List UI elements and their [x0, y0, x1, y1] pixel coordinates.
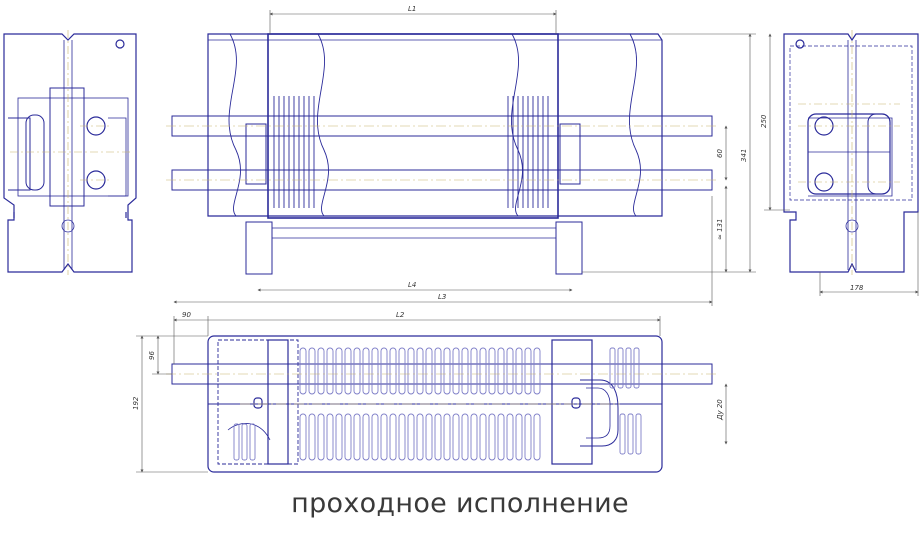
drawing-caption: проходное исполнение: [291, 488, 629, 519]
dim-178: 178: [850, 284, 864, 292]
front-view-fins-right: [507, 96, 549, 208]
dim-l4: L4: [408, 281, 416, 289]
right-end-centerlines: [798, 30, 900, 275]
left-end-view: [3, 33, 137, 273]
dim-l3: L3: [438, 293, 446, 301]
plan-fins-top: [299, 347, 640, 395]
dim-l2: L2: [396, 311, 405, 319]
plan-view-dimensions: [136, 316, 728, 473]
dim-90: 90: [182, 311, 191, 319]
right-end-view: [783, 33, 919, 273]
dim-250: 250: [760, 114, 768, 128]
dim-96: 96: [148, 351, 156, 360]
dim-dn20: Ду 20: [716, 399, 724, 421]
front-view-centerlines: [166, 125, 718, 181]
plan-view-centerlines: [166, 373, 718, 405]
plan-fins-bottom: [233, 413, 642, 461]
dim-341: 341: [740, 149, 748, 162]
left-end-centerlines: [10, 30, 130, 275]
dim-192: 192: [132, 396, 140, 410]
front-view-fins-left: [273, 96, 315, 208]
front-view: [171, 33, 713, 275]
right-end-dimensions: [764, 33, 919, 296]
dim-60: 60: [716, 149, 724, 158]
dim-131: ≈ 131: [716, 219, 724, 240]
front-view-dimensions: [173, 10, 756, 306]
dim-l1: L1: [408, 5, 416, 13]
